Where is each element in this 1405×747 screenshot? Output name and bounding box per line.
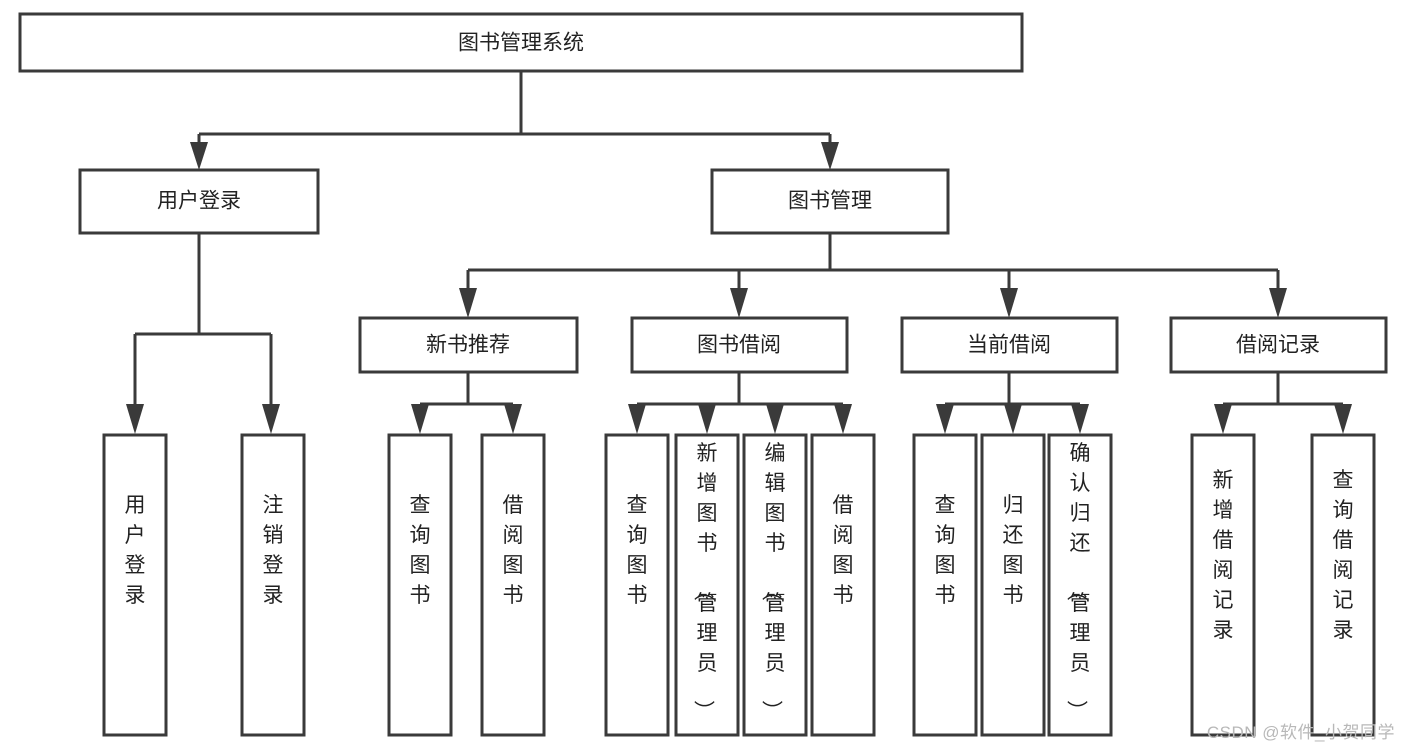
node-leaf-user-login-label: 用户登录 [125, 494, 146, 607]
node-leaf-query-record-box[interactable] [1310, 433, 1376, 737]
node-leaf-logout[interactable]: 注销登录 [240, 433, 306, 737]
arrow-leaf-add-book [698, 404, 716, 434]
node-leaf-borrow-book-1-box[interactable] [480, 433, 546, 737]
node-leaf-query-book-1-label: 查询图书 [410, 494, 431, 607]
node-book-borrow-box[interactable] [630, 316, 849, 374]
arrow-to-new-book-recommend [459, 288, 477, 318]
node-current-borrow[interactable]: 当前借阅 [900, 316, 1119, 374]
node-leaf-query-book-3[interactable]: 查询图书 [912, 433, 978, 737]
node-leaf-query-book-2-label: 查询图书 [627, 494, 648, 607]
arrow-leaf-borrow-book-2 [834, 404, 852, 434]
node-leaf-logout-label: 注销登录 [263, 494, 284, 607]
node-leaf-confirm-return[interactable]: 确认归还（管理员） [1047, 433, 1113, 737]
arrow-leaf-add-record [1214, 404, 1232, 434]
arrow-to-current-borrow [1000, 288, 1018, 318]
arrow-to-book-borrow [730, 288, 748, 318]
node-book-borrow-label: 图书借阅 [697, 334, 781, 357]
node-root[interactable]: 图书管理系统 [18, 12, 1024, 73]
connector-layer [126, 71, 1352, 434]
node-leaf-query-book-3-label: 查询图书 [935, 494, 956, 607]
node-leaf-query-record[interactable]: 查询借阅记录 [1310, 433, 1376, 737]
node-root-box[interactable] [18, 12, 1024, 73]
node-leaf-edit-book[interactable]: 编辑图书（管理员） [742, 433, 808, 737]
node-user-login-label: 用户登录 [157, 190, 241, 213]
node-leaf-borrow-book-1-label: 借阅图书 [503, 494, 524, 607]
node-book-manage-box[interactable] [710, 168, 950, 235]
node-leaf-add-book[interactable]: 新增图书（管理员） [674, 433, 740, 737]
node-new-book-recommend-box[interactable] [358, 316, 579, 374]
node-leaf-confirm-return-label: 确认归还（管理员） [1065, 442, 1091, 721]
node-borrow-record[interactable]: 借阅记录 [1169, 316, 1388, 374]
arrow-leaf-confirm-return [1071, 404, 1089, 434]
node-current-borrow-label: 当前借阅 [967, 334, 1051, 357]
arrow-leaf-return-book [1004, 404, 1022, 434]
node-borrow-record-label: 借阅记录 [1236, 334, 1320, 357]
arrow-leaf-query-record [1334, 404, 1352, 434]
node-leaf-query-record-label: 查询借阅记录 [1333, 469, 1354, 642]
node-leaf-edit-book-label: 编辑图书（管理员） [760, 442, 786, 721]
arrow-leaf-logout [262, 404, 280, 434]
node-root-label: 图书管理系统 [458, 32, 584, 55]
arrow-leaf-query-book-3 [936, 404, 954, 434]
node-leaf-edit-book-box[interactable] [742, 433, 808, 737]
node-leaf-add-record-box[interactable] [1190, 433, 1256, 737]
node-leaf-add-book-box[interactable] [674, 433, 740, 737]
node-user-login[interactable]: 用户登录 [78, 168, 320, 235]
node-book-manage[interactable]: 图书管理 [710, 168, 950, 235]
node-leaf-borrow-book-2-label: 借阅图书 [833, 494, 854, 607]
arrow-leaf-user-login [126, 404, 144, 434]
node-leaf-add-record-label: 新增借阅记录 [1213, 469, 1234, 642]
node-new-book-recommend-label: 新书推荐 [426, 334, 510, 357]
arrow-to-user-login [190, 142, 208, 170]
arrow-leaf-query-book-1 [411, 404, 429, 434]
arrow-to-book-manage [821, 142, 839, 170]
node-book-manage-label: 图书管理 [788, 190, 872, 213]
node-leaf-query-book-3-box[interactable] [912, 433, 978, 737]
arrow-leaf-edit-book [766, 404, 784, 434]
node-leaf-confirm-return-box[interactable] [1047, 433, 1113, 737]
node-leaf-return-book[interactable]: 归还图书 [980, 433, 1046, 737]
node-leaf-borrow-book-2-box[interactable] [810, 433, 876, 737]
node-leaf-add-book-label: 新增图书（管理员） [692, 442, 718, 721]
arrow-to-borrow-record [1269, 288, 1287, 318]
node-leaf-borrow-book-1[interactable]: 借阅图书 [480, 433, 546, 737]
node-borrow-record-box[interactable] [1169, 316, 1388, 374]
node-leaf-logout-box[interactable] [240, 433, 306, 737]
node-leaf-return-book-label: 归还图书 [1003, 494, 1024, 607]
node-leaf-query-book-1-box[interactable] [387, 433, 453, 737]
node-new-book-recommend[interactable]: 新书推荐 [358, 316, 579, 374]
node-leaf-borrow-book-2[interactable]: 借阅图书 [810, 433, 876, 737]
node-user-login-box[interactable] [78, 168, 320, 235]
node-leaf-query-book-2-box[interactable] [604, 433, 670, 737]
arrow-leaf-query-book-2 [628, 404, 646, 434]
node-leaf-add-record[interactable]: 新增借阅记录 [1190, 433, 1256, 737]
node-current-borrow-box[interactable] [900, 316, 1119, 374]
node-leaf-user-login-box[interactable] [102, 433, 168, 737]
node-leaf-return-book-box[interactable] [980, 433, 1046, 737]
node-leaf-query-book-2[interactable]: 查询图书 [604, 433, 670, 737]
arrow-leaf-borrow-book-1 [504, 404, 522, 434]
node-leaf-user-login[interactable]: 用户登录 [102, 433, 168, 737]
node-leaf-query-book-1[interactable]: 查询图书 [387, 433, 453, 737]
csdn-watermark: CSDN @软件_小贺同学 [1206, 723, 1395, 742]
node-book-borrow[interactable]: 图书借阅 [630, 316, 849, 374]
